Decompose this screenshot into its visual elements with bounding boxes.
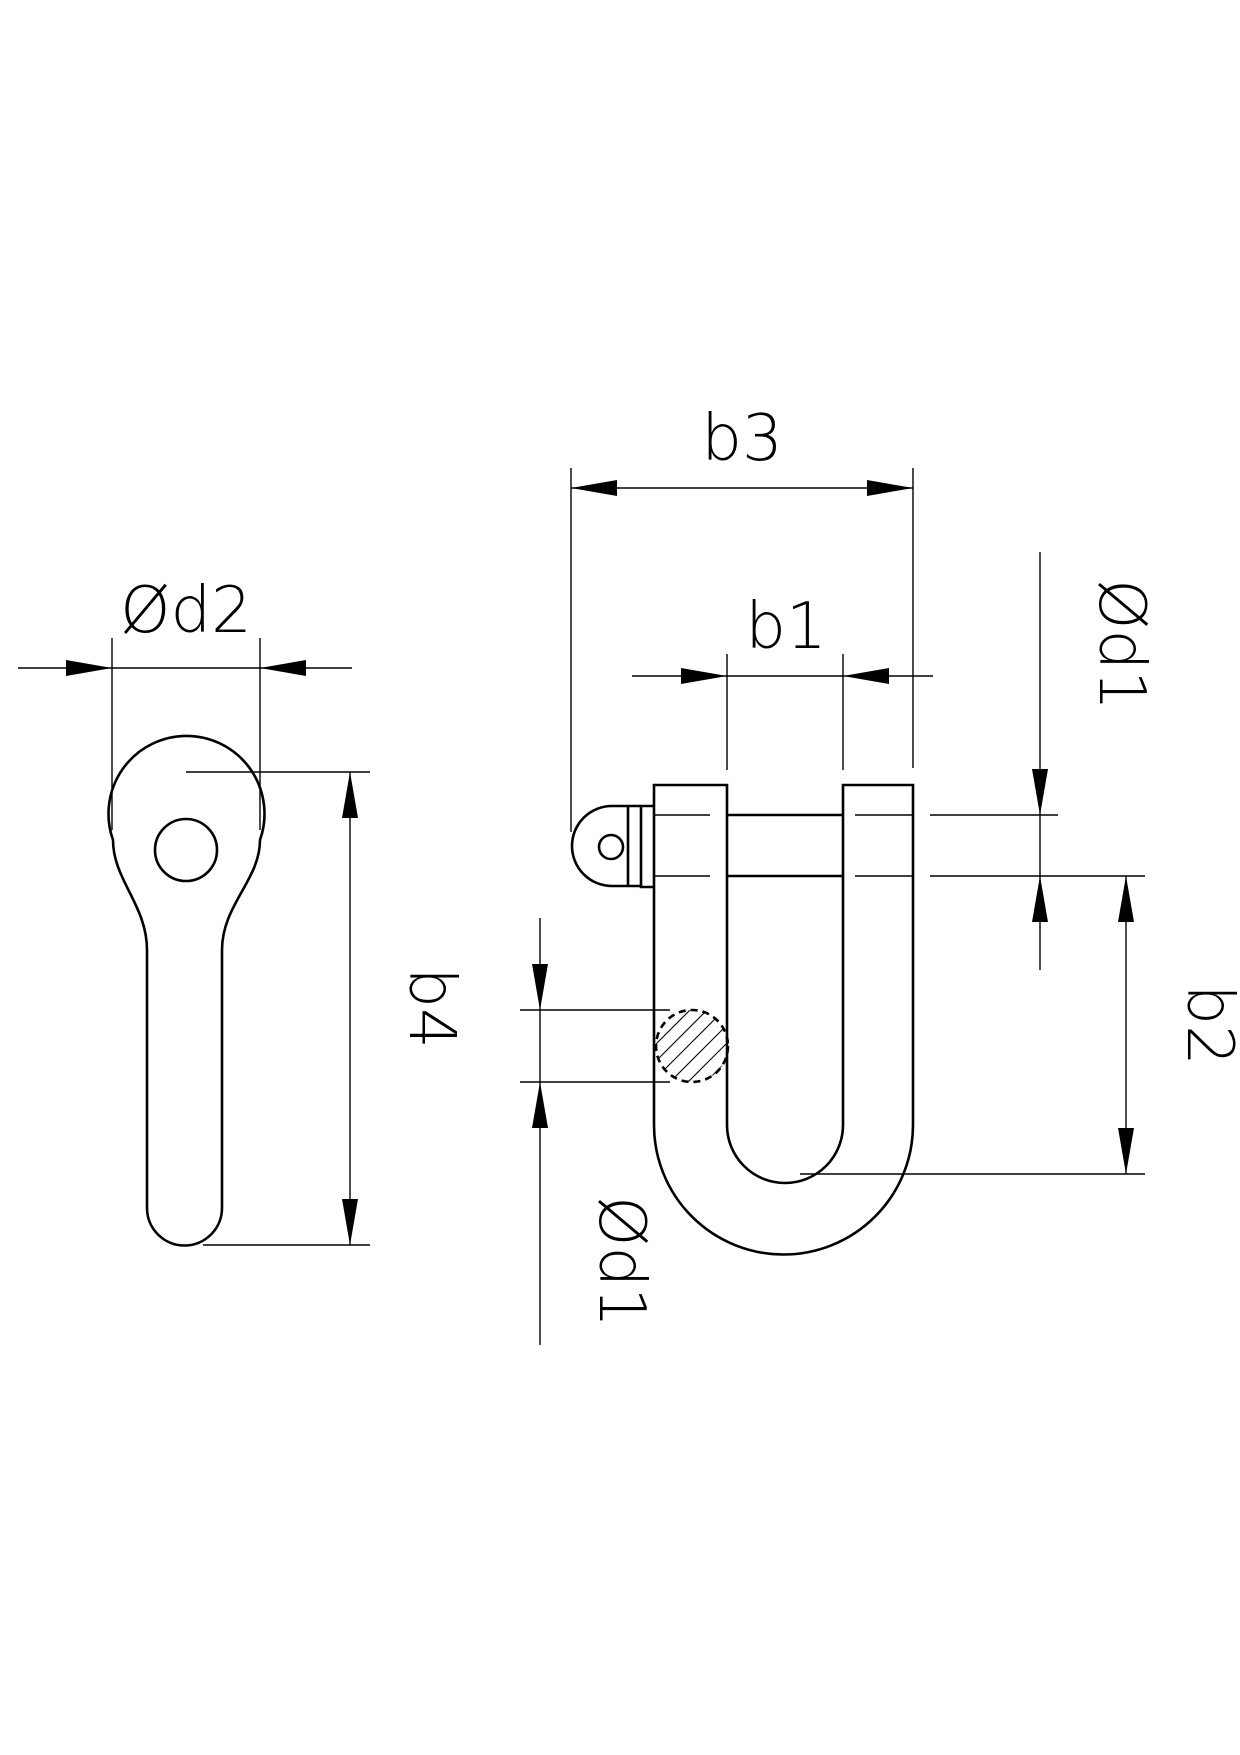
- dimension-label-d1-bottom: Ød1: [584, 1196, 658, 1328]
- dimension-label-b2: b2: [1172, 984, 1240, 1065]
- pin-eye-hole: [597, 833, 625, 861]
- shackle-body-outline: [652, 783, 915, 1256]
- front-view: b3 b1 Ød1 b2: [520, 402, 1240, 1345]
- dimension-d1-top: Ød1: [930, 552, 1158, 970]
- pin-head: [639, 804, 654, 889]
- dimension-label-d2: Ød2: [120, 574, 252, 648]
- dimension-label-b1: b1: [745, 590, 826, 664]
- dimension-d1-bottom: Ød1: [520, 918, 670, 1345]
- dimension-b2: b2: [800, 876, 1240, 1175]
- dimension-label-d1-top: Ød1: [1084, 579, 1158, 711]
- dimension-b4: b4: [186, 771, 468, 1246]
- dimension-label-b4: b4: [394, 967, 468, 1048]
- bow-cross-section: [654, 1008, 730, 1084]
- dimension-label-b3: b3: [701, 402, 782, 476]
- dimension-b1: b1: [632, 590, 933, 770]
- dimension-b3: b3: [570, 402, 914, 832]
- pin-eye: [570, 804, 641, 888]
- side-view: Ød2 b4: [18, 574, 468, 1247]
- side-view-eye-hole: [153, 817, 219, 883]
- side-view-outline: [107, 734, 266, 1247]
- dimension-d2: Ød2: [18, 574, 352, 830]
